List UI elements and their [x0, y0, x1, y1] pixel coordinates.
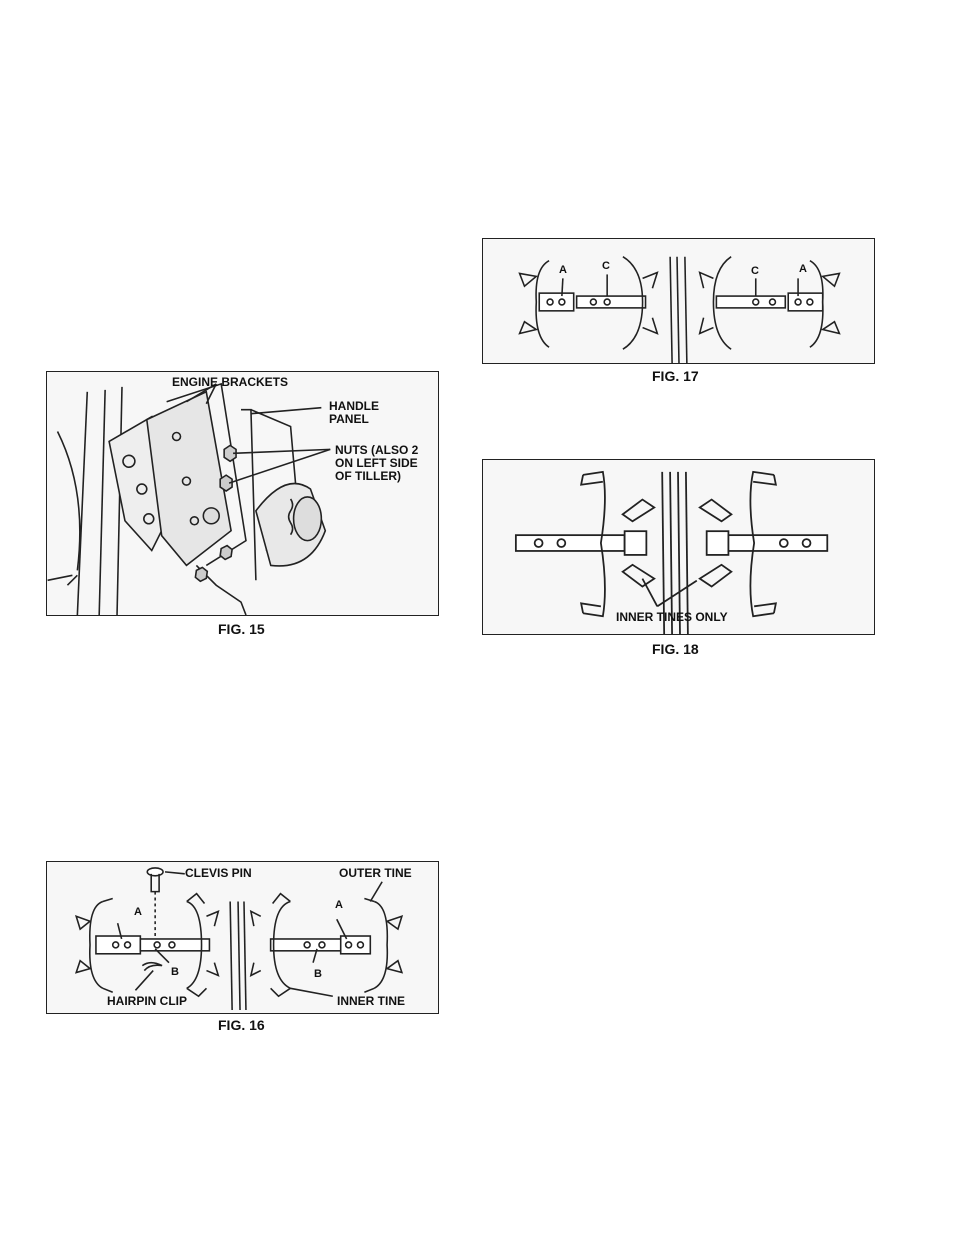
label-a-left: A — [559, 264, 567, 276]
tine-pin-positions-illustration — [483, 239, 874, 363]
label-hairpin-clip: HAIRPIN CLIP — [107, 995, 187, 1008]
label-c-right: C — [751, 265, 759, 277]
fig17-panel: A C C A — [482, 238, 875, 364]
fig17-caption: FIG. 17 — [652, 368, 699, 384]
label-a-left: A — [134, 906, 142, 918]
fig16-panel: CLEVIS PIN OUTER TINE A A B B HAIRPIN CL… — [46, 861, 439, 1014]
engine-bracket-illustration — [47, 372, 438, 615]
label-inner-tines-only: INNER TINES ONLY — [616, 611, 728, 624]
tine-assembly-illustration — [47, 862, 438, 1013]
label-a-right: A — [335, 899, 343, 911]
label-nuts: NUTS (ALSO 2 ON LEFT SIDE OF TILLER) — [335, 444, 418, 483]
label-inner-tine: INNER TINE — [337, 995, 405, 1008]
fig16-caption: FIG. 16 — [218, 1017, 265, 1033]
label-engine-brackets: ENGINE BRACKETS — [172, 376, 288, 389]
label-handle-panel: HANDLE PANEL — [329, 400, 379, 426]
fig18-caption: FIG. 18 — [652, 641, 699, 657]
label-c-left: C — [602, 260, 610, 272]
label-a-right: A — [799, 263, 807, 275]
label-b-left: B — [171, 966, 179, 978]
fig15-caption: FIG. 15 — [218, 621, 265, 637]
label-outer-tine: OUTER TINE — [339, 867, 412, 880]
fig18-panel: INNER TINES ONLY — [482, 459, 875, 635]
label-b-right: B — [314, 968, 322, 980]
fig15-panel: ENGINE BRACKETS HANDLE PANEL NUTS (ALSO … — [46, 371, 439, 616]
label-clevis-pin: CLEVIS PIN — [185, 867, 252, 880]
inner-tines-illustration — [483, 460, 874, 634]
